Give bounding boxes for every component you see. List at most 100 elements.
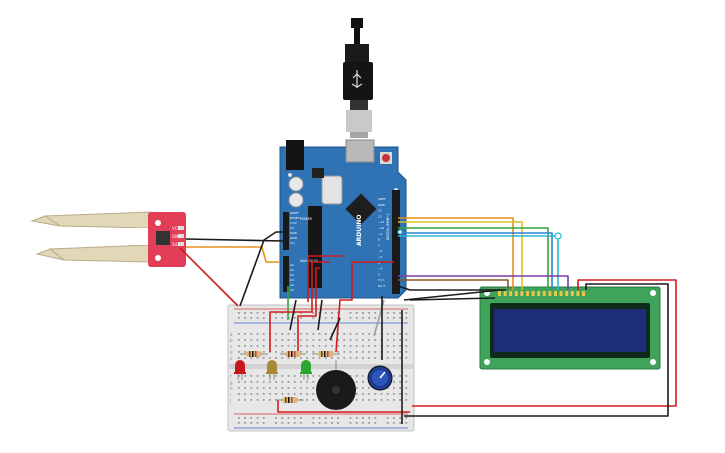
breadboard-hole[interactable] bbox=[362, 381, 364, 383]
breadboard-hole[interactable] bbox=[380, 393, 383, 395]
resistor-4[interactable] bbox=[276, 397, 304, 403]
breadboard-hole[interactable] bbox=[324, 357, 327, 359]
breadboard-hole[interactable] bbox=[300, 357, 302, 359]
breadboard-hole[interactable] bbox=[368, 317, 370, 319]
breadboard-hole[interactable] bbox=[238, 422, 240, 424]
breadboard-hole[interactable] bbox=[349, 312, 352, 314]
breadboard-hole[interactable] bbox=[275, 357, 277, 359]
breadboard-hole[interactable] bbox=[262, 317, 265, 319]
gnd-rail-wire-3[interactable] bbox=[329, 317, 341, 341]
breadboard-hole[interactable] bbox=[355, 381, 358, 383]
breadboard-hole[interactable] bbox=[362, 375, 364, 377]
breadboard-hole[interactable] bbox=[281, 381, 284, 383]
breadboard-hole[interactable] bbox=[244, 333, 246, 335]
breadboard-hole[interactable] bbox=[343, 345, 346, 347]
breadboard-hole[interactable] bbox=[399, 351, 401, 353]
resistor-3[interactable] bbox=[312, 351, 340, 357]
breadboard-hole[interactable] bbox=[374, 312, 377, 314]
breadboard-hole[interactable] bbox=[238, 333, 240, 335]
lcd-d4-wire[interactable] bbox=[398, 232, 553, 290]
sensor-gnd-wire[interactable] bbox=[179, 247, 239, 307]
breadboard-hole[interactable] bbox=[362, 357, 364, 359]
breadboard-hole[interactable] bbox=[262, 312, 265, 314]
breadboard-hole[interactable] bbox=[399, 339, 401, 341]
breadboard-hole[interactable] bbox=[262, 422, 265, 424]
breadboard-hole[interactable] bbox=[337, 351, 339, 353]
breadboard-hole[interactable] bbox=[300, 422, 302, 424]
breadboard-hole[interactable] bbox=[405, 381, 408, 383]
breadboard-hole[interactable] bbox=[337, 422, 339, 424]
breadboard-hole[interactable] bbox=[244, 317, 246, 319]
breadboard-hole[interactable] bbox=[337, 312, 339, 314]
breadboard-hole[interactable] bbox=[275, 375, 277, 377]
breadboard-hole[interactable] bbox=[300, 312, 302, 314]
breadboard-hole[interactable] bbox=[331, 312, 333, 314]
breadboard-hole[interactable] bbox=[300, 317, 302, 319]
breadboard-hole[interactable] bbox=[393, 417, 395, 419]
breadboard-hole[interactable] bbox=[281, 312, 284, 314]
breadboard-hole[interactable] bbox=[281, 357, 284, 359]
breadboard-hole[interactable] bbox=[331, 339, 333, 341]
breadboard-hole[interactable] bbox=[349, 339, 352, 341]
breadboard-hole[interactable] bbox=[355, 345, 358, 347]
breadboard-hole[interactable] bbox=[318, 357, 321, 359]
breadboard-hole[interactable] bbox=[256, 399, 259, 401]
breadboard-hole[interactable] bbox=[318, 417, 321, 419]
breadboard-hole[interactable] bbox=[374, 345, 377, 347]
breadboard-hole[interactable] bbox=[368, 351, 370, 353]
breadboard-hole[interactable] bbox=[300, 417, 302, 419]
lcd-header-pin[interactable] bbox=[565, 291, 569, 296]
led-green-wire[interactable] bbox=[307, 255, 344, 302]
breadboard-hole[interactable] bbox=[331, 317, 333, 319]
breadboard-hole[interactable] bbox=[399, 399, 401, 401]
breadboard-hole[interactable] bbox=[281, 317, 284, 319]
breadboard-hole[interactable] bbox=[386, 339, 389, 341]
breadboard-hole[interactable] bbox=[275, 387, 277, 389]
breadboard-hole[interactable] bbox=[256, 375, 259, 377]
breadboard-hole[interactable] bbox=[312, 351, 315, 353]
breadboard-hole[interactable] bbox=[362, 351, 364, 353]
breadboard-hole[interactable] bbox=[368, 339, 370, 341]
potentiometer[interactable] bbox=[367, 365, 393, 391]
led-amber[interactable] bbox=[266, 360, 278, 380]
breadboard-hole[interactable] bbox=[349, 417, 352, 419]
breadboard-hole[interactable] bbox=[275, 351, 277, 353]
led-red[interactable] bbox=[234, 360, 246, 380]
breadboard-hole[interactable] bbox=[318, 422, 321, 424]
breadboard-hole[interactable] bbox=[362, 333, 364, 335]
breadboard-hole[interactable] bbox=[312, 312, 315, 314]
breadboard-hole[interactable] bbox=[399, 417, 401, 419]
breadboard-hole[interactable] bbox=[324, 422, 327, 424]
breadboard-hole[interactable] bbox=[238, 381, 240, 383]
breadboard-hole[interactable] bbox=[380, 399, 383, 401]
breadboard-hole[interactable] bbox=[368, 345, 370, 347]
breadboard[interactable]: a b c d e f g h i j bbox=[227, 304, 415, 432]
breadboard-hole[interactable] bbox=[355, 339, 358, 341]
breadboard-hole[interactable] bbox=[362, 422, 364, 424]
breadboard-hole[interactable] bbox=[355, 375, 358, 377]
breadboard-hole[interactable] bbox=[238, 399, 240, 401]
breadboard-hole[interactable] bbox=[300, 375, 302, 377]
breadboard-hole[interactable] bbox=[331, 417, 333, 419]
breadboard-hole[interactable] bbox=[306, 339, 308, 341]
breadboard-hole[interactable] bbox=[238, 351, 240, 353]
lcd-header-pin[interactable] bbox=[548, 291, 552, 296]
breadboard-hole[interactable] bbox=[262, 375, 265, 377]
breadboard-hole[interactable] bbox=[393, 381, 395, 383]
breadboard-hole[interactable] bbox=[250, 333, 253, 335]
breadboard-hole[interactable] bbox=[293, 312, 296, 314]
breadboard-hole[interactable] bbox=[355, 417, 358, 419]
breadboard-hole[interactable] bbox=[349, 317, 352, 319]
breadboard-hole[interactable] bbox=[269, 393, 271, 395]
breadboard-hole[interactable] bbox=[281, 387, 284, 389]
breadboard-hole[interactable] bbox=[250, 393, 253, 395]
breadboard-hole[interactable] bbox=[293, 417, 296, 419]
breadboard-hole[interactable] bbox=[393, 393, 395, 395]
breadboard-hole[interactable] bbox=[368, 393, 370, 395]
breadboard-hole[interactable] bbox=[238, 312, 240, 314]
breadboard-hole[interactable] bbox=[300, 351, 302, 353]
breadboard-hole[interactable] bbox=[337, 339, 339, 341]
breadboard-hole[interactable] bbox=[405, 312, 408, 314]
breadboard-hole[interactable] bbox=[300, 393, 302, 395]
breadboard-hole[interactable] bbox=[244, 417, 246, 419]
